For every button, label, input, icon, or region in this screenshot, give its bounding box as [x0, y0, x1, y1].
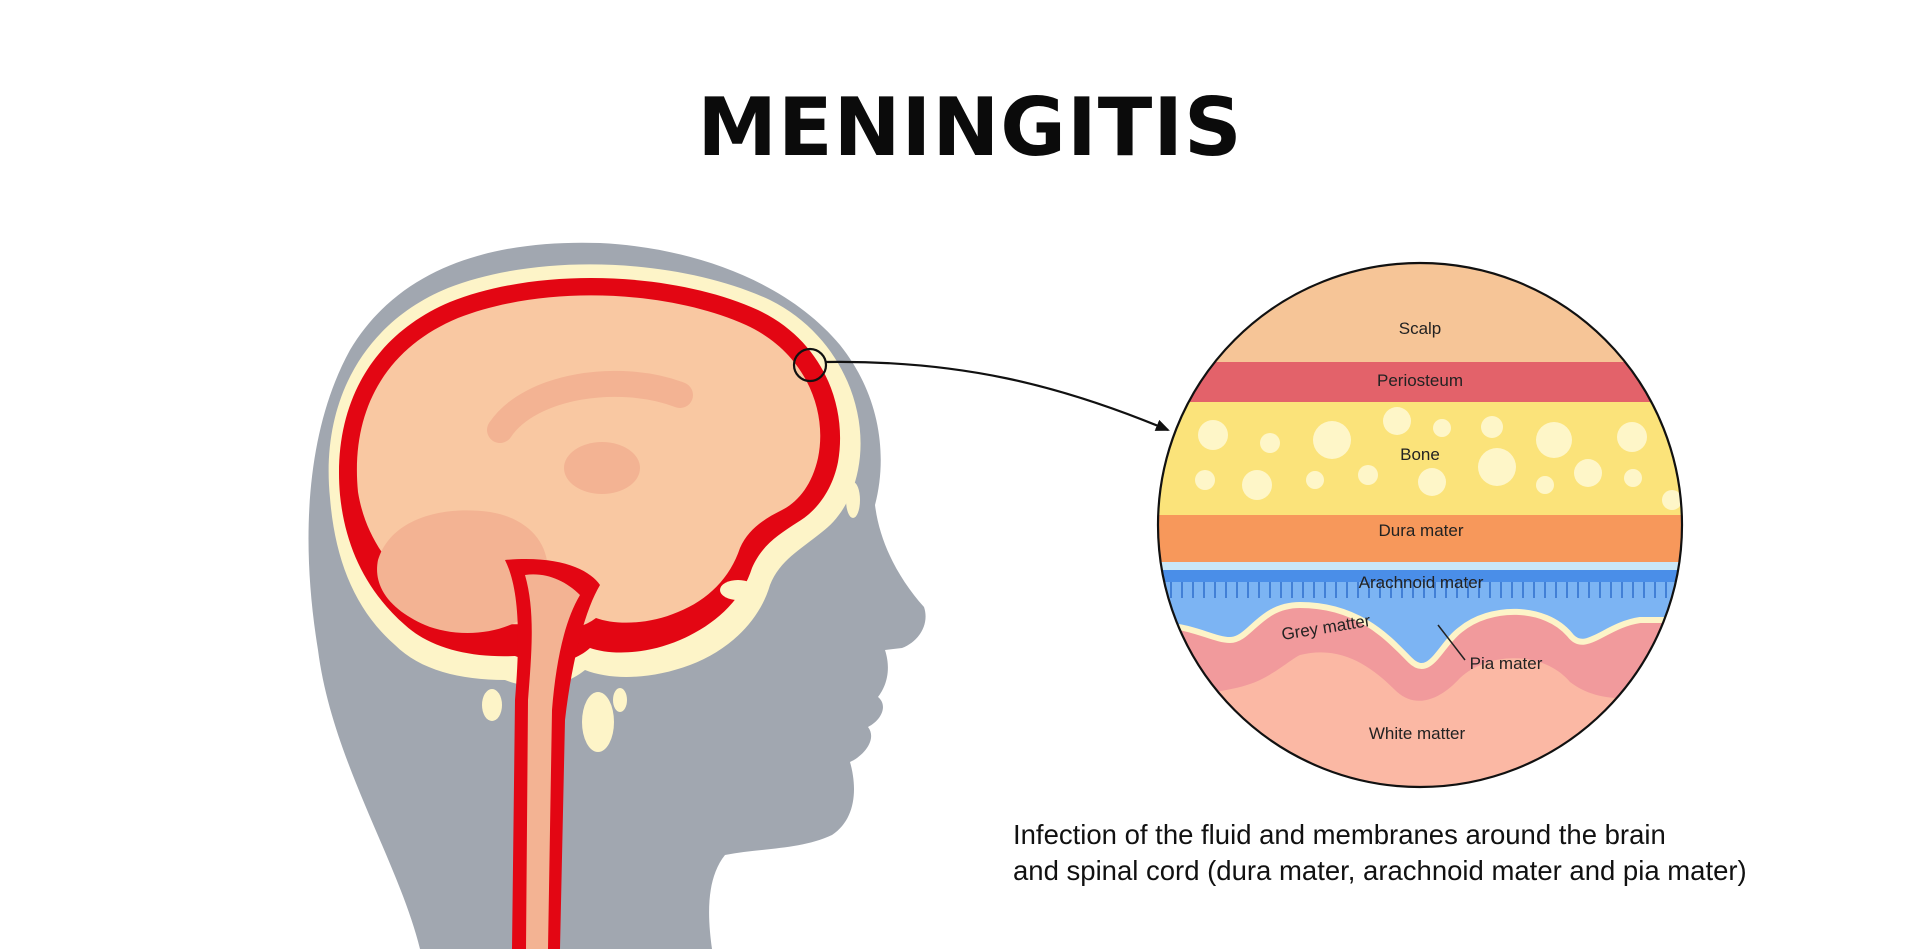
spinal-cord: [525, 574, 580, 949]
label-pia-mater: Pia mater: [1470, 654, 1543, 673]
vertebra-shape: [482, 689, 502, 721]
label-bone: Bone: [1400, 445, 1440, 464]
magnify-marker: [792, 347, 828, 383]
subdural-layer: [1158, 562, 1682, 572]
pia-leader-line: [1437, 624, 1466, 661]
vertebra-shape: [582, 692, 614, 752]
page-title: MENINGITIS: [697, 81, 1243, 174]
sinus-shape: [720, 580, 756, 600]
label-arachnoid-mater: Arachnoid mater: [1359, 573, 1484, 592]
arachnoid-trabeculae: [1159, 582, 1678, 598]
label-periosteum: Periosteum: [1377, 371, 1463, 390]
caption-line-1: Infection of the fluid and membranes aro…: [1013, 819, 1666, 850]
arachnoid-membrane: [1158, 570, 1682, 582]
dura-layer: [1158, 515, 1682, 570]
caption: Infection of the fluid and membranes aro…: [1013, 817, 1893, 889]
label-scalp: Scalp: [1399, 319, 1442, 338]
cerebellum: [377, 510, 548, 633]
layers-cross-section: [1158, 263, 1682, 787]
label-white-matter: White matter: [1369, 724, 1466, 743]
cross-section-outline: [1156, 261, 1684, 789]
sinus-shape: [846, 482, 860, 518]
label-dura-mater: Dura mater: [1378, 521, 1463, 540]
head-illustration: [308, 242, 1170, 949]
corpus-callosum: [487, 370, 693, 443]
vertebra-shape: [613, 688, 627, 712]
scalp-layer: [1158, 263, 1682, 375]
thalamus: [564, 442, 640, 494]
caption-line-2: and spinal cord (dura mater, arachnoid m…: [1013, 855, 1747, 886]
pointer-arrow: [825, 360, 1170, 432]
bone-pores: [1195, 407, 1682, 510]
